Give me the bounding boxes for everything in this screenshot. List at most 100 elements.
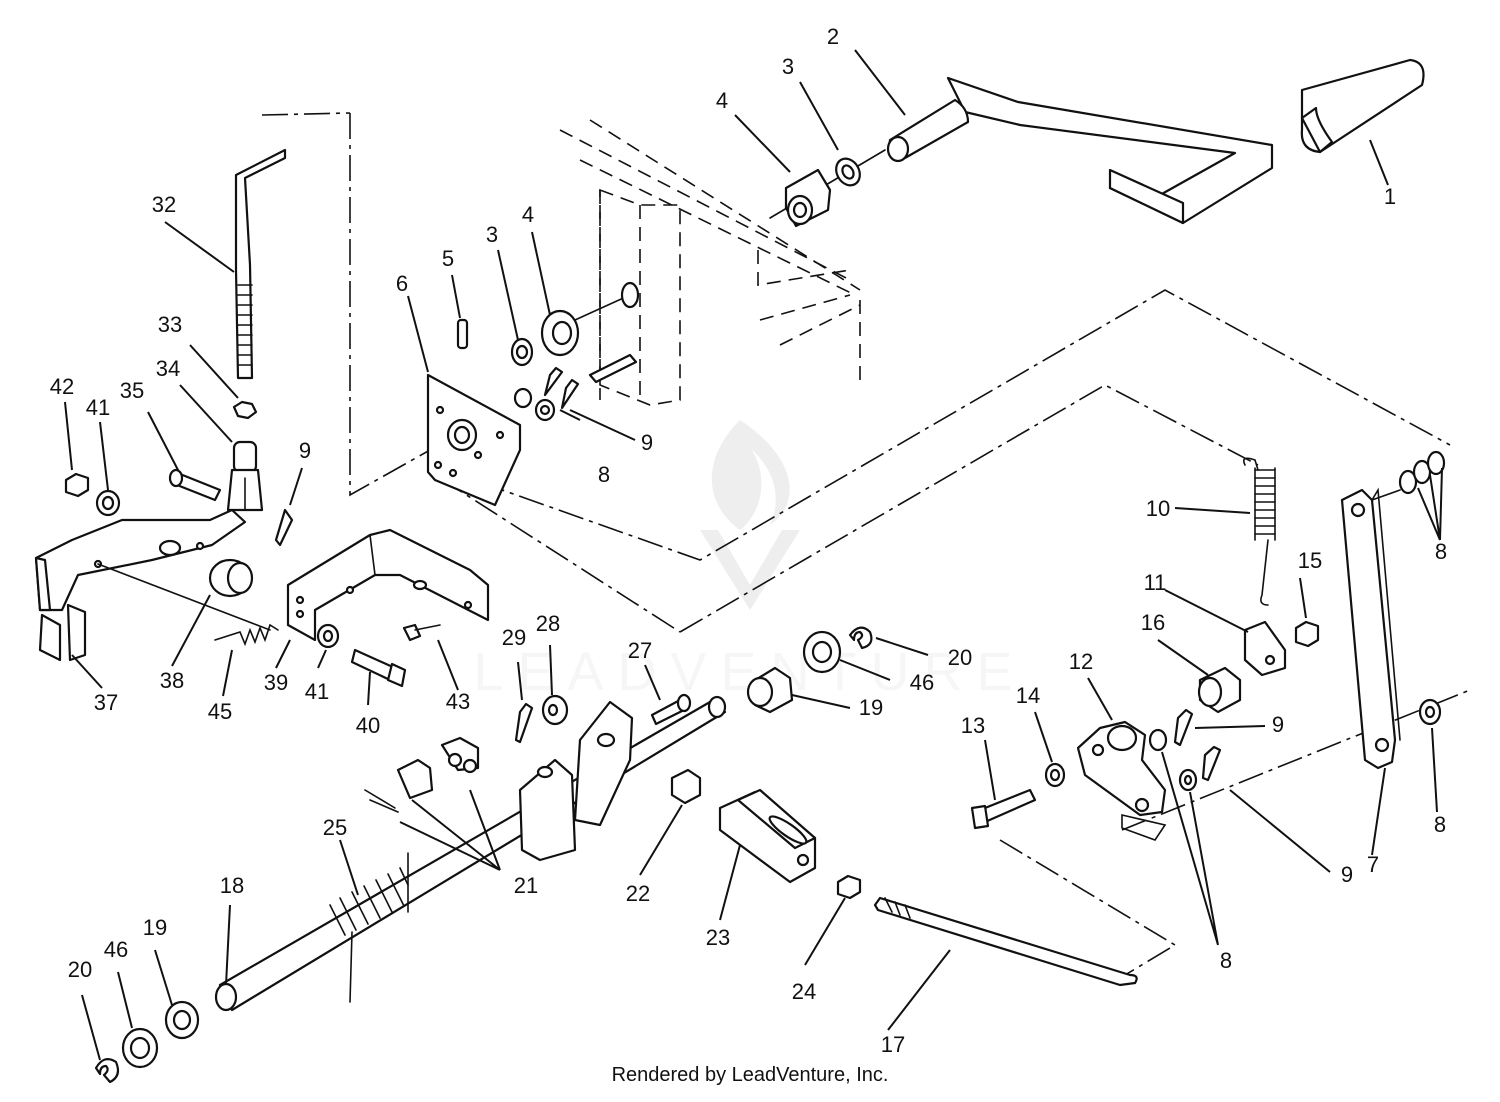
part-21-arms: [364, 700, 634, 862]
callout-14: 14: [1016, 683, 1040, 708]
part-2-lift-lever: [769, 76, 1274, 225]
part-8-washers-plate: [513, 387, 556, 422]
watermark-wordmark: LEADVENTURE: [473, 642, 1026, 702]
callout-15: 15: [1298, 548, 1322, 573]
part-24-nut: [836, 874, 862, 900]
callout-40: 40: [356, 713, 380, 738]
callout-32: 32: [152, 192, 176, 217]
part-46-washer-right: [802, 630, 842, 674]
phantom-lines: [261, 112, 1471, 976]
part-13-bolt: [970, 788, 1037, 830]
callout-9: 9: [1341, 862, 1353, 887]
leader-lines: [64, 49, 1443, 1061]
part-45-spring: [97, 563, 279, 647]
callout-24: 24: [792, 979, 816, 1004]
part-9-cotter-pins-plate: [543, 366, 580, 410]
part-4-bushing-mid: [540, 281, 640, 384]
callout-8: 8: [1435, 539, 1447, 564]
part-40-bolt: [350, 648, 407, 688]
part-9-cotter-pin-clevis: [274, 508, 294, 547]
part-3-washer-top: [835, 157, 861, 187]
part-39-bracket: [286, 528, 490, 642]
callout-labels: 1 2 3 4 3 4 5 6 7 8 8 8 8 9 9 9 9 10 11 …: [50, 24, 1447, 1057]
callout-23: 23: [706, 925, 730, 950]
callout-4: 4: [522, 202, 534, 227]
leadventure-watermark: LEADVENTURE: [473, 420, 1026, 702]
callout-4: 4: [716, 88, 728, 113]
callout-25: 25: [323, 815, 347, 840]
part-11-bracket: [1243, 620, 1287, 677]
callout-3: 3: [486, 222, 498, 247]
part-34-clevis: [226, 440, 264, 512]
part-14-washer: [1044, 762, 1066, 788]
callout-7: 7: [1367, 852, 1379, 877]
part-41-washer-left: [95, 489, 121, 517]
callout-8: 8: [1434, 812, 1446, 837]
callout-19: 19: [143, 915, 167, 940]
leadventure-flame-logo-icon: [711, 420, 790, 530]
callout-41: 41: [305, 679, 329, 704]
part-10-spring: [1242, 457, 1276, 606]
callout-34: 34: [156, 356, 180, 381]
callout-43: 43: [446, 689, 470, 714]
callout-8: 8: [1220, 948, 1232, 973]
callout-46: 46: [910, 670, 934, 695]
part-43-bolt: [402, 623, 441, 642]
part-29-cotter-pin: [514, 702, 534, 744]
part-3-washer-mid: [510, 337, 534, 367]
callout-3: 3: [782, 54, 794, 79]
part-33-nut: [232, 400, 258, 420]
credit-line: Rendered by LeadVenture, Inc.: [611, 1064, 889, 1086]
callout-41: 41: [86, 395, 110, 420]
callout-9: 9: [641, 430, 653, 455]
part-19-bushing-left: [164, 1000, 200, 1040]
callout-16: 16: [1141, 610, 1165, 635]
callout-17: 17: [881, 1032, 905, 1057]
callout-19: 19: [859, 695, 883, 720]
callout-18: 18: [220, 873, 244, 898]
callout-45: 45: [208, 699, 232, 724]
part-25-spring: [329, 852, 409, 1003]
part-19-bushing-right: [746, 666, 794, 714]
callout-2: 2: [827, 24, 839, 49]
part-32-control-rod: [234, 148, 287, 380]
part-8-washers-right: [1148, 450, 1446, 792]
part-6-mount-plate: [426, 373, 522, 507]
callout-10: 10: [1146, 496, 1170, 521]
part-35-clevis-pin: [168, 468, 222, 502]
callout-37: 37: [94, 690, 118, 715]
callout-6: 6: [396, 271, 408, 296]
part-38-bushing: [208, 558, 254, 598]
callout-22: 22: [626, 881, 650, 906]
callout-35: 35: [120, 378, 144, 403]
part-15-nut: [1294, 620, 1320, 648]
callout-1: 1: [1384, 184, 1396, 209]
part-1-handle-grip: [1300, 58, 1425, 154]
part-41-washer-lower: [316, 623, 340, 649]
callout-21: 21: [514, 873, 538, 898]
part-12-bellcrank: [1076, 720, 1167, 841]
part-20-ring-right: [848, 626, 873, 650]
callout-13: 13: [961, 713, 985, 738]
callout-42: 42: [50, 374, 74, 399]
part-5-pin: [456, 318, 469, 350]
part-23-slide-block: [718, 788, 817, 884]
callout-9: 9: [1272, 712, 1284, 737]
callout-20: 20: [948, 645, 972, 670]
callout-20: 20: [68, 957, 92, 982]
part-7-link-bar: [1340, 487, 1401, 770]
part-4-bushing-top: [784, 168, 832, 228]
callout-29: 29: [502, 625, 526, 650]
callout-27: 27: [628, 638, 652, 663]
part-17-link-rod: [873, 896, 1138, 987]
callout-39: 39: [264, 670, 288, 695]
part-42-nut: [64, 472, 90, 498]
callout-9: 9: [299, 438, 311, 463]
callout-33: 33: [158, 312, 182, 337]
part-46-washer-left: [121, 1027, 159, 1069]
callout-8: 8: [598, 462, 610, 487]
frame-post: [599, 188, 681, 406]
part-9-cotter-pins-right: [1173, 708, 1222, 782]
part-16-bushing: [1197, 666, 1242, 714]
